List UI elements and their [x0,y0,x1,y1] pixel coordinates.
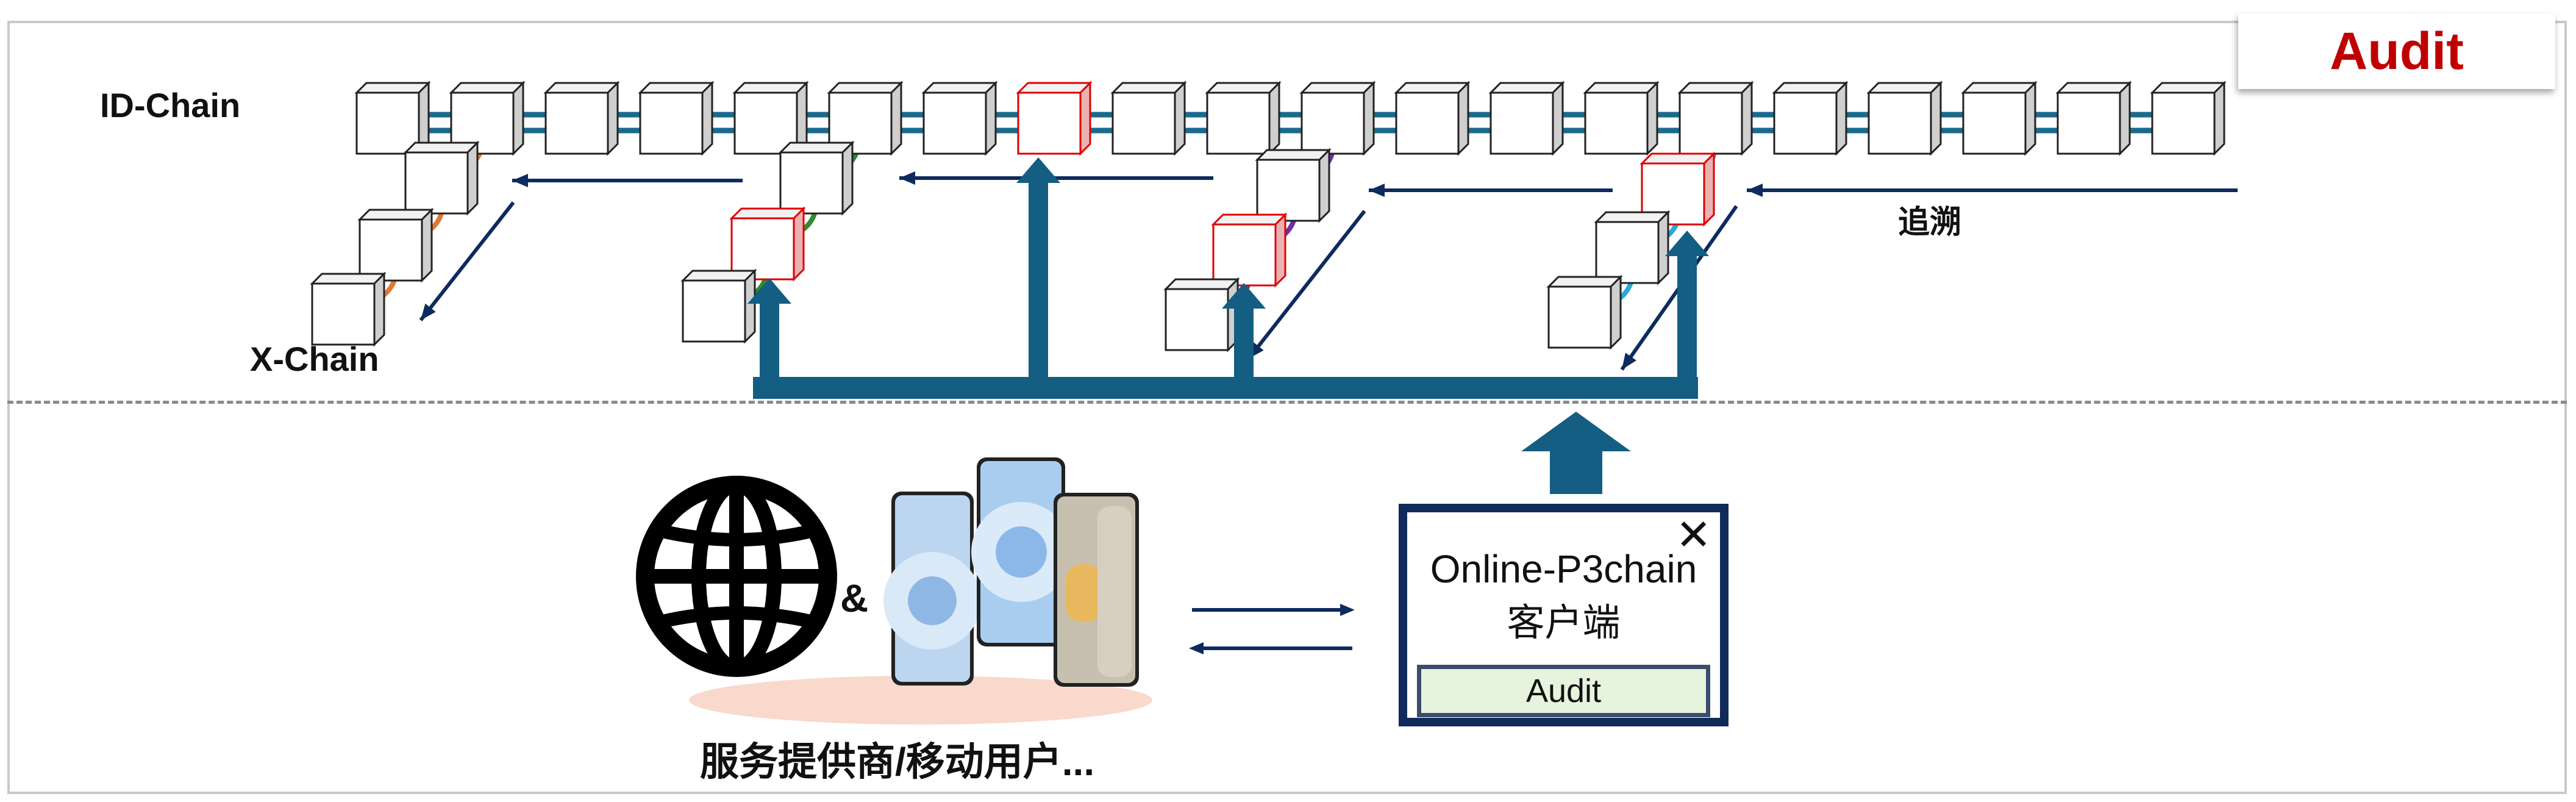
trace-arrow [1747,184,2238,197]
id-chain-block [354,81,431,156]
trace-arrow [899,171,1213,185]
x-chain-block [1163,277,1240,353]
arrows [419,171,2238,371]
x-chain-block [357,207,434,283]
flow-arrow [747,278,791,377]
id-chain-block [1866,81,1943,156]
id-chain-block [1110,81,1187,156]
id-chain-block [2055,81,2132,156]
audited-block [1016,81,1093,156]
id-chain-block [1394,81,1471,156]
x-chain-block [778,140,855,216]
trace-arrow [1369,184,1613,197]
id-chain-label: ID-Chain [100,86,241,124]
globe-icon [636,476,837,677]
id-chain-block [921,81,998,156]
ampersand: & [840,576,869,620]
audited-block [729,206,806,282]
flow-arrow [1222,283,1266,377]
trace-arrow [512,174,743,187]
trace-label: 追溯 [1898,205,1962,240]
id-chain-block [2150,81,2227,156]
x-chain-label: X-Chain [250,340,379,378]
id-chain-block [732,81,809,156]
audited-block [1211,212,1288,288]
client-name: Online-P3chain [1430,547,1697,591]
exchange-arrows [1189,604,1355,654]
id-chain-block [638,81,715,156]
x-chain-block [403,140,480,216]
close-icon[interactable]: ✕ [1675,511,1711,559]
client-subtitle: 客户端 [1507,602,1621,644]
audit-title: Audit [2238,13,2555,89]
audit-button[interactable]: Audit [1417,665,1710,717]
x-chain-block [680,268,757,344]
x-chain-block [1546,274,1623,350]
trace-arrow [419,201,515,321]
flow-bar [753,377,1698,399]
client-to-chain-arrow [1521,412,1631,494]
x-chain-block [1594,210,1671,285]
id-chain-block [1583,81,1660,156]
providers-caption: 服务提供商/移动用户... [700,740,1095,784]
id-chain-block [1299,81,1376,156]
client-window: Online-P3chain 客户端 ✕ Audit [1399,504,1729,726]
diagram-frame [7,21,2567,794]
id-chain-block [1205,81,1282,156]
audit-flow-arrows [747,157,1709,494]
id-chain-block [543,81,620,156]
smartphone-icon [883,457,1139,687]
providers-shadow [689,676,1152,725]
x-chain-block [1255,148,1332,223]
chain-blocks [310,81,2227,353]
id-chain-block [1772,81,1849,156]
id-chain-block [1677,81,1754,156]
dashed-divider [7,401,2567,404]
flow-arrow [1665,231,1709,377]
x-chain-block [310,271,387,347]
id-chain-block [1961,81,2038,156]
flow-arrow [1016,157,1060,377]
id-chain-block [1488,81,1565,156]
